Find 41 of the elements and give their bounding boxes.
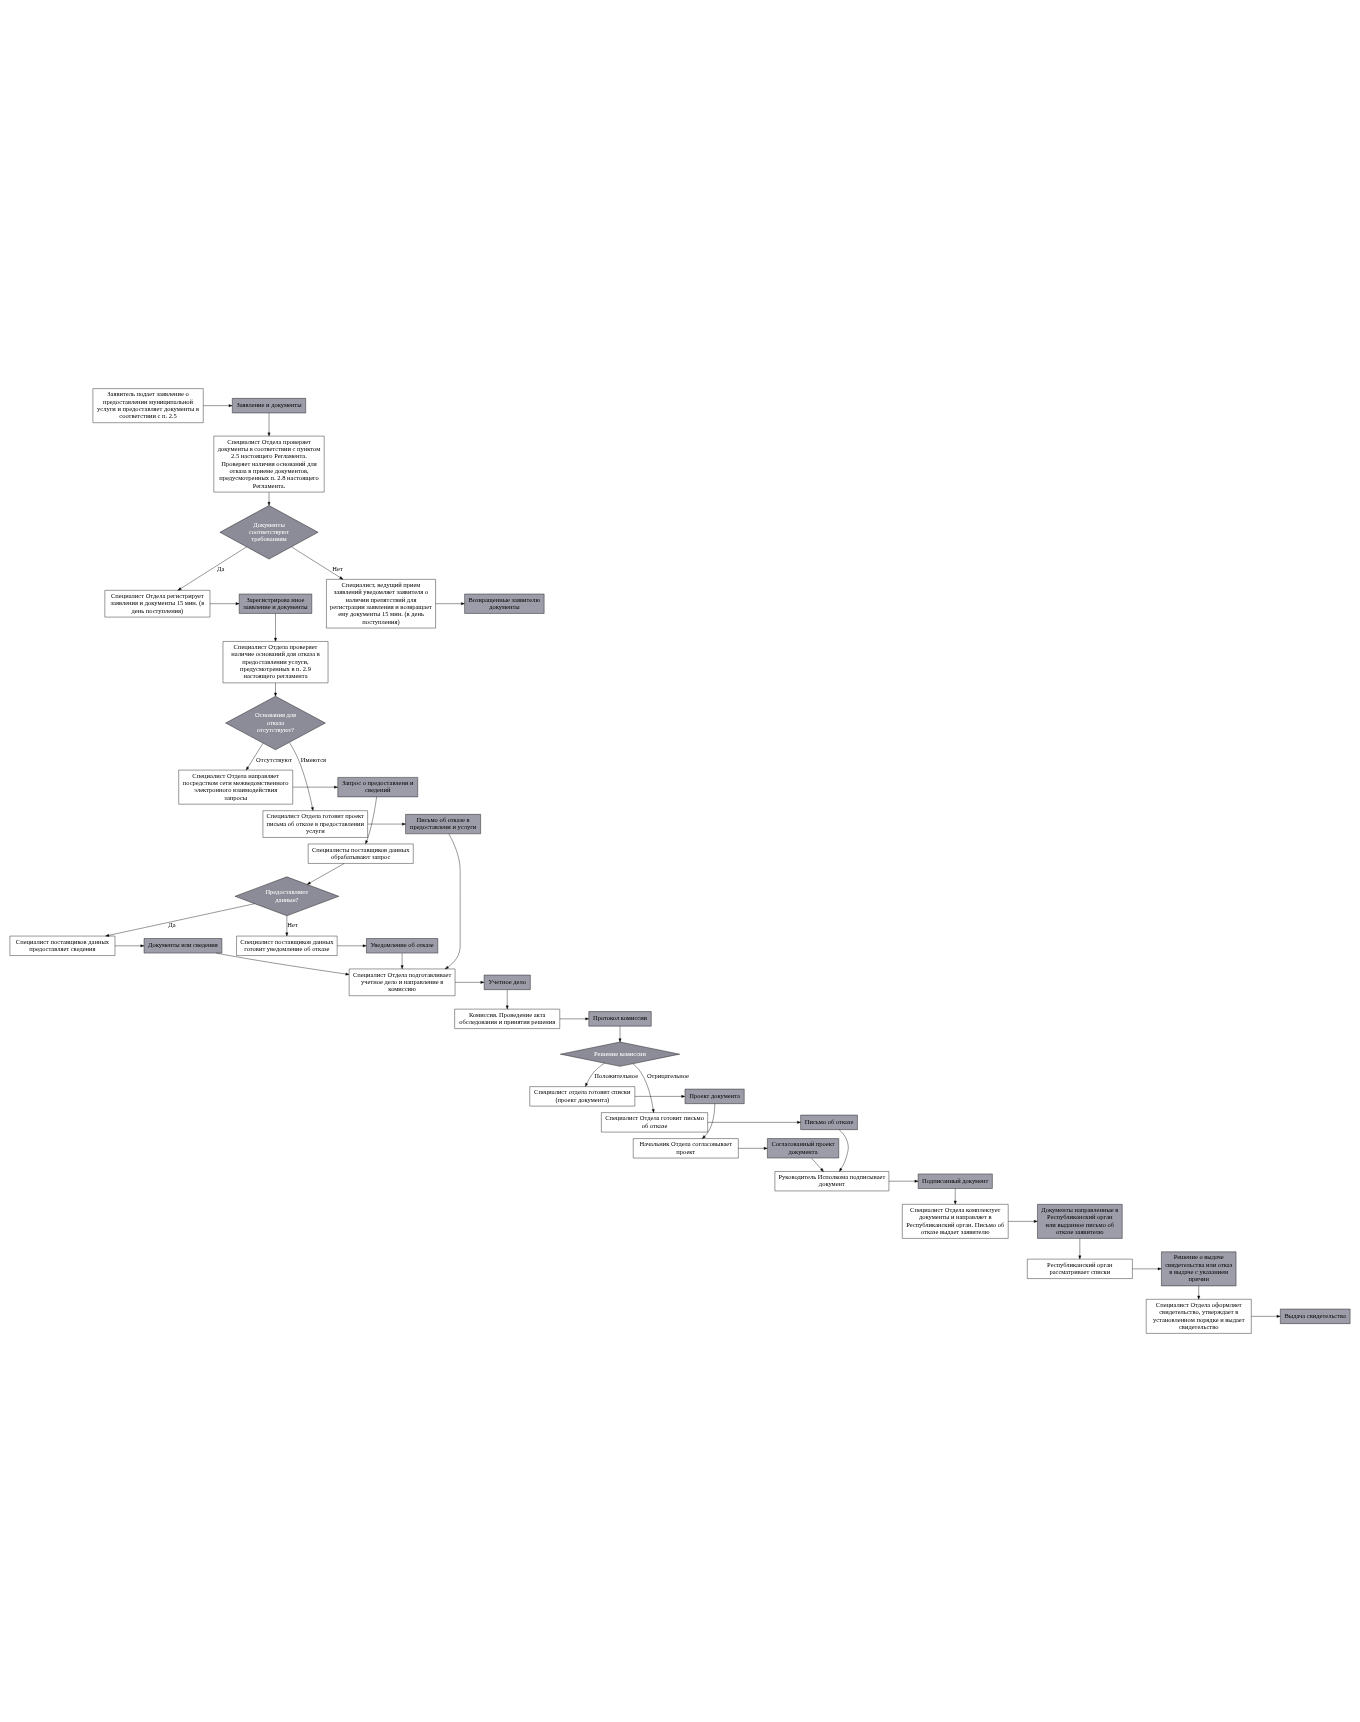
arrow xyxy=(267,412,271,437)
arrow xyxy=(274,682,277,697)
arrow xyxy=(1197,1285,1201,1300)
arrow xyxy=(738,1147,768,1150)
arrow xyxy=(435,602,465,606)
arrow xyxy=(400,953,404,970)
arrow xyxy=(365,796,377,845)
arrow xyxy=(634,1095,686,1098)
arrow xyxy=(1078,1238,1082,1260)
arrow xyxy=(246,743,264,771)
arrow xyxy=(505,989,509,1010)
arrow xyxy=(105,903,255,937)
arrow xyxy=(1008,1220,1038,1223)
arrow xyxy=(114,944,145,948)
arrow xyxy=(289,742,314,811)
arrow xyxy=(953,1188,957,1205)
arrow xyxy=(291,546,344,580)
arrow xyxy=(337,944,367,948)
arrow xyxy=(267,492,271,506)
arrow xyxy=(888,1179,919,1183)
arrow xyxy=(454,981,485,984)
arrow xyxy=(445,833,461,970)
arrow xyxy=(559,1017,589,1021)
arrow xyxy=(1251,1315,1281,1318)
arrow xyxy=(216,952,350,976)
arrow xyxy=(285,915,289,937)
arrow xyxy=(292,785,338,789)
arrow xyxy=(585,1062,605,1087)
arrow xyxy=(707,1121,801,1124)
arrow xyxy=(632,1063,655,1113)
arrow xyxy=(307,863,345,885)
arrow xyxy=(209,602,240,606)
arrow xyxy=(274,613,277,642)
arrow xyxy=(177,546,247,591)
arrow xyxy=(203,404,233,407)
arrow xyxy=(1132,1267,1162,1271)
arrow xyxy=(367,822,406,826)
arrow xyxy=(839,1129,849,1172)
arrow xyxy=(702,1103,716,1139)
arrow xyxy=(811,1157,824,1172)
arrow xyxy=(618,1026,622,1043)
